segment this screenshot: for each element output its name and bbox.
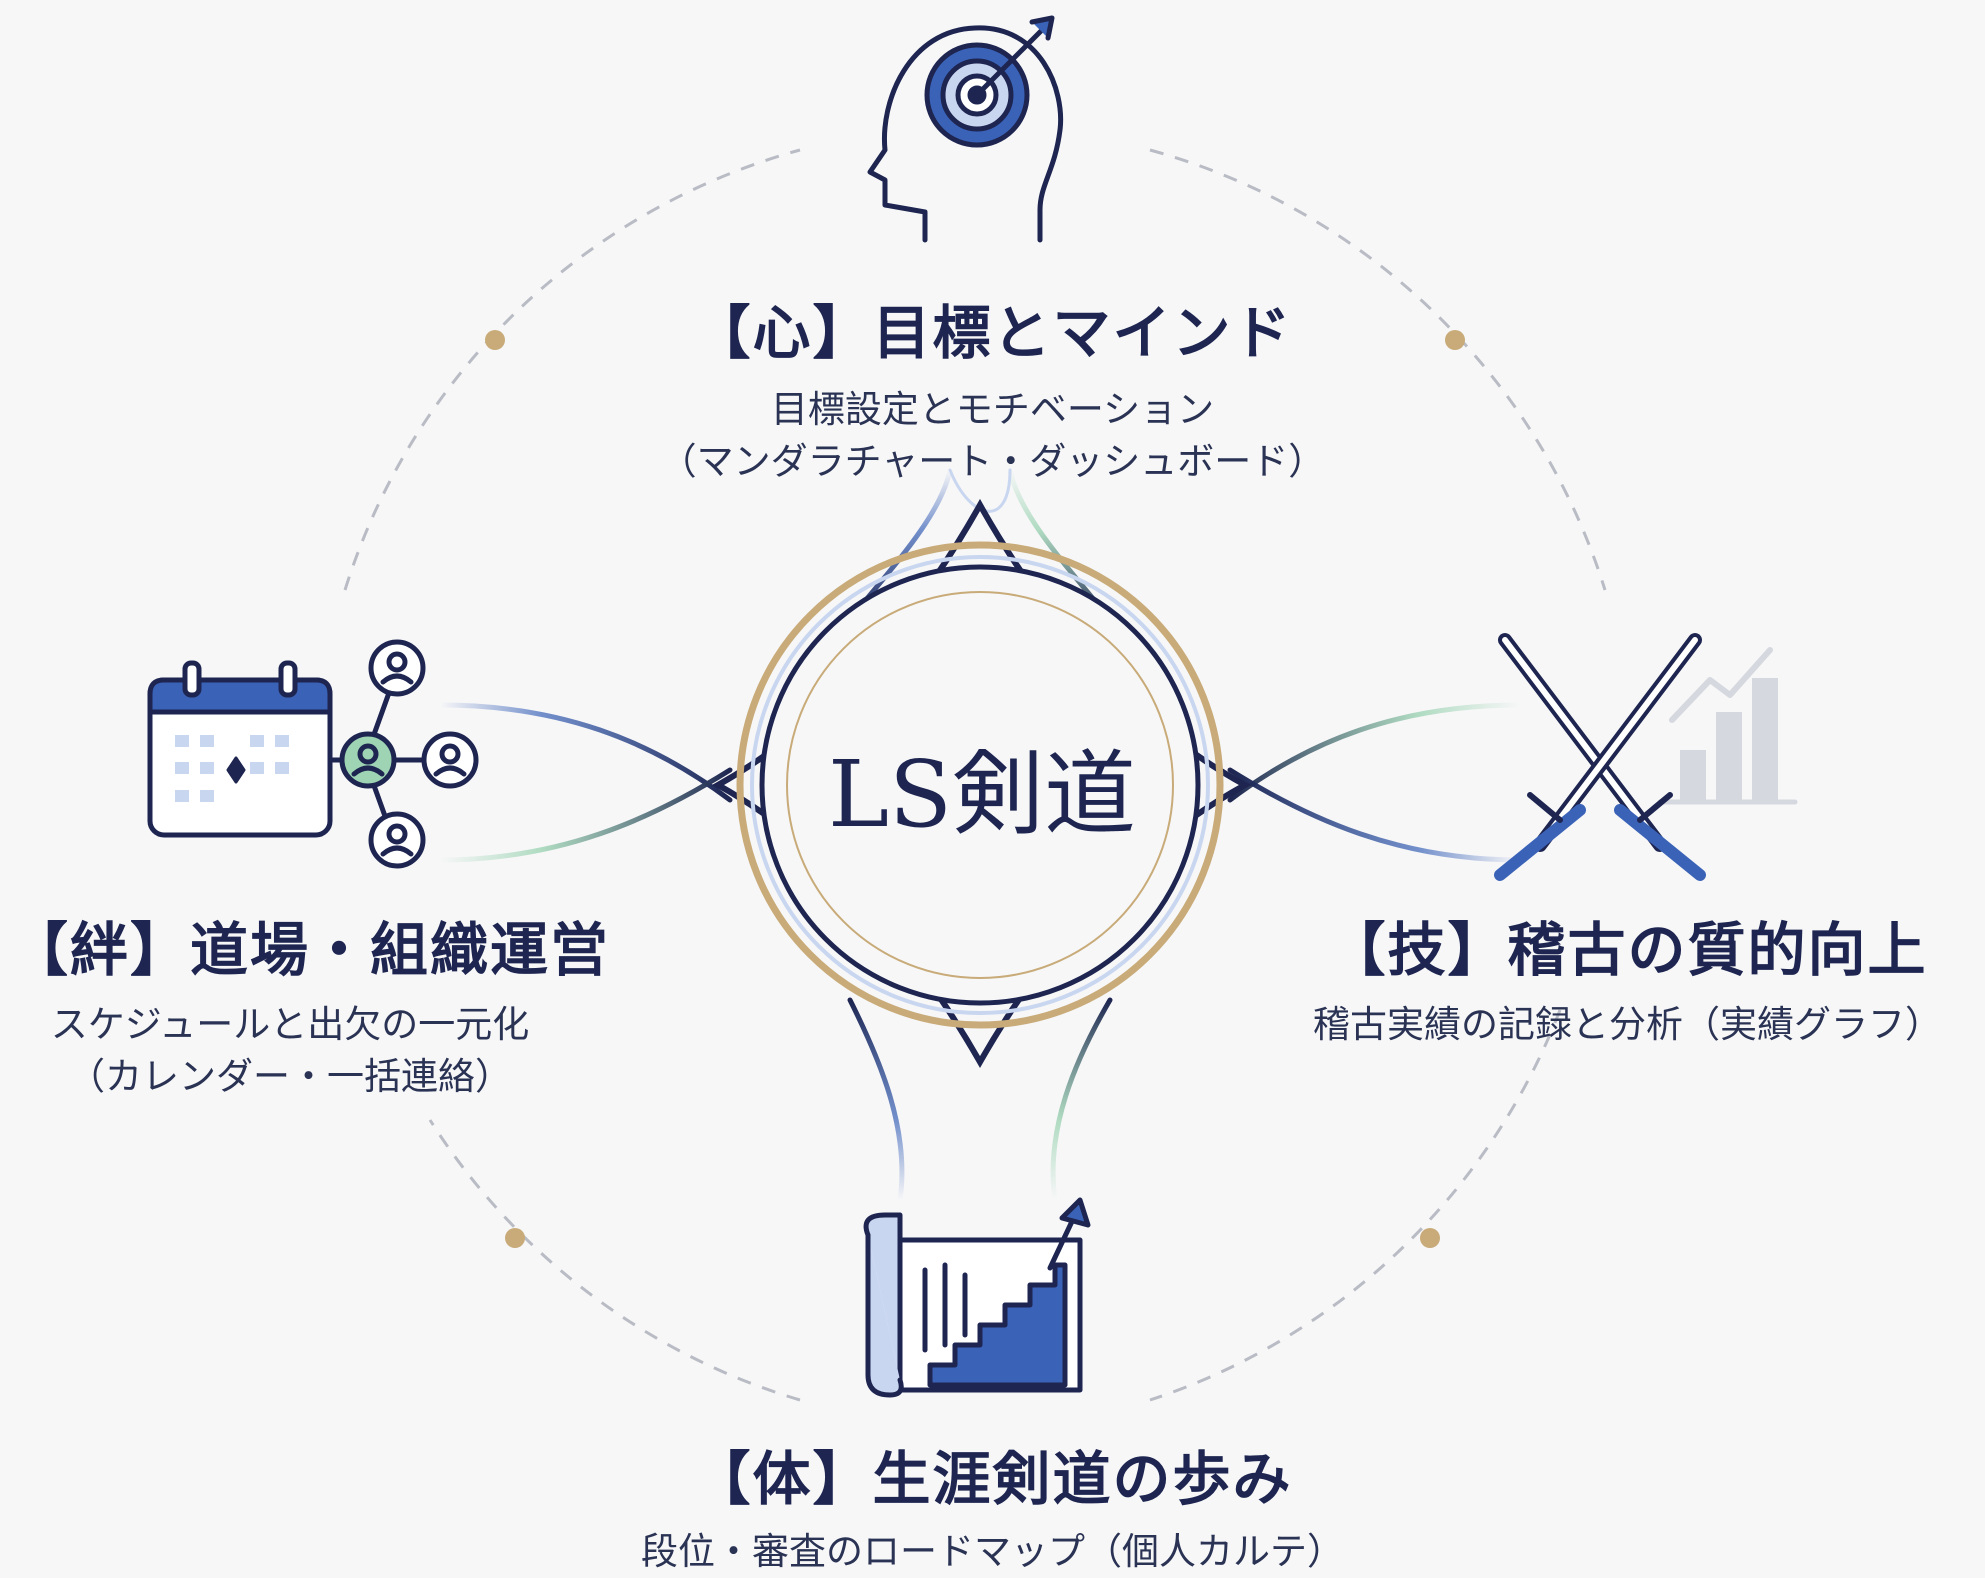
orbit-arc-bottom-left [428,1119,801,1402]
orbit-dot-bottom-right [1420,1228,1440,1248]
center-ring-navy [759,564,1201,1006]
pillar-body-line1: 段位・審査のロードマップ（個人カルテ） [641,1530,1344,1573]
pillar-mind-line2: （マンダラチャート・ダッシュボード） [659,439,1326,483]
pillar-body: 【体】生涯剣道の歩み 段位・審査のロードマップ（個人カルテ） [480,1432,1505,1578]
pillar-body-title: 【体】生涯剣道の歩み [692,1445,1293,1513]
pillar-technique-line1: 稽古実績の記録と分析（実績グラフ） [1313,1003,1942,1046]
pillar-technique-title: 【技】稽古の質的向上 [1327,916,1928,984]
head-target-icon [867,15,1064,243]
center-ring-gold-outer [736,541,1224,1029]
pillar-bond-line1: スケジュールと出欠の一元化 [50,1003,530,1046]
center-label: LS剣道 [827,741,1137,848]
orbit-dot-bottom-left [505,1228,525,1248]
center-ring-gold-inner [786,591,1174,979]
pillar-mind-title: 【心】目標とマインド [692,299,1293,367]
pillar-technique: 【技】稽古の質的向上 稽古実績の記録と分析（実績グラフ） [1270,903,1985,1051]
pillar-bond-line2: （カレンダー・一括連絡） [68,1054,512,1098]
orbit-arc-bottom-right [1149,1009,1562,1402]
pillar-bond-title: 【絆】道場・組織運営 [10,916,611,984]
center-ring-light [750,555,1210,1015]
pillar-mind: 【心】目標とマインド 目標設定とモチベーション （マンダラチャート・ダッシュボー… [530,286,1455,488]
orbit-dot-top-left [485,330,505,350]
outer-orbit [343,148,1607,1402]
orbit-dot-top-right [1445,330,1465,350]
calendar-network-icon [147,639,479,869]
pillar-mind-line1: 目標設定とモチベーション [770,388,1215,431]
scroll-stairs-icon [863,1197,1091,1398]
pillar-bond: 【絆】道場・組織運営 スケジュールと出欠の一元化 （カレンダー・一括連絡） [10,903,611,1103]
crossed-swords-chart-icon [1494,633,1798,881]
